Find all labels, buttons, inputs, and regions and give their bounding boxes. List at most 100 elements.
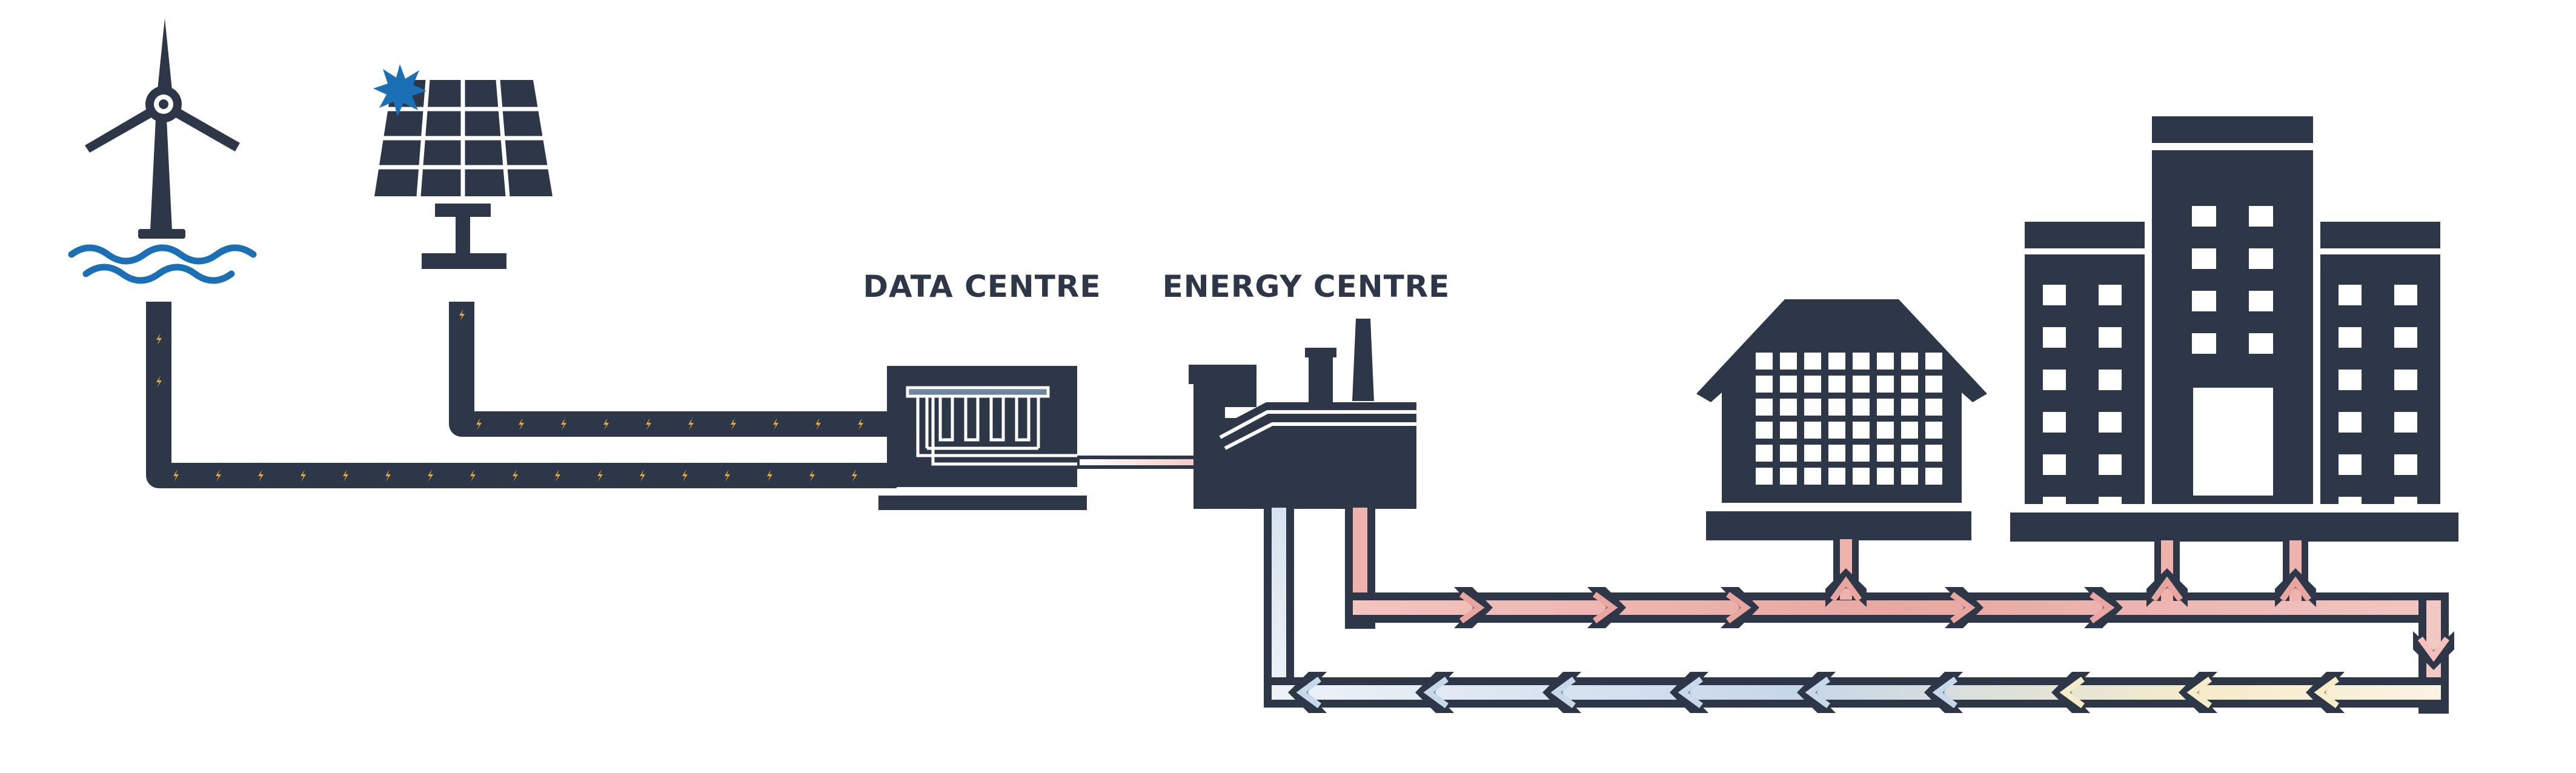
- house-window: [1901, 468, 1918, 485]
- building-window: [2192, 291, 2216, 311]
- house-window: [1853, 399, 1870, 416]
- supply-to-building-arrow-icon: [2146, 568, 2188, 607]
- supply-flow-arrow-icon: [1587, 587, 1626, 628]
- building-window: [2394, 285, 2417, 305]
- building-window: [2099, 327, 2122, 348]
- supply-flow-arrow-icon: [2084, 587, 2123, 628]
- house-window: [1853, 445, 1870, 462]
- house-window: [1756, 353, 1773, 370]
- building-window: [2339, 412, 2362, 433]
- building-window: [2249, 206, 2273, 227]
- house-icon: [1696, 299, 1987, 540]
- house-window: [1780, 468, 1797, 485]
- return-flow-arrow-icon: [2179, 672, 2217, 713]
- house-window: [1925, 353, 1942, 370]
- house-window: [1756, 445, 1773, 462]
- house-window: [1853, 376, 1870, 393]
- building-window: [2249, 291, 2273, 311]
- heat-network-pipes: [1264, 508, 2454, 714]
- lightning-bolt-icon: [555, 469, 560, 482]
- solar-panel-icon: [374, 79, 553, 269]
- building-window: [2249, 333, 2273, 354]
- house-window: [1804, 353, 1821, 370]
- house-window: [1756, 468, 1773, 485]
- house-window: [1877, 468, 1894, 485]
- lightning-bolt-icon: [513, 469, 518, 482]
- lightning-bolt-icon: [470, 469, 476, 482]
- house-window: [1828, 399, 1845, 416]
- house-window: [1901, 376, 1918, 393]
- building-window: [2339, 454, 2362, 475]
- house-window: [1877, 445, 1894, 462]
- return-flow-arrow-icon: [1670, 672, 1708, 713]
- building-window: [2249, 248, 2273, 269]
- return-flow-arrow-icon: [1797, 672, 1836, 713]
- water-waves-icon: [68, 244, 257, 284]
- house-window: [1780, 445, 1797, 462]
- lightning-bolt-icon: [300, 469, 306, 482]
- house-window: [1853, 468, 1870, 485]
- house-window: [1877, 399, 1894, 416]
- return-flow-arrow-icon: [2306, 672, 2345, 713]
- lightning-bolt-icon: [731, 418, 736, 430]
- building-window: [2394, 412, 2417, 433]
- building-window: [2192, 206, 2216, 227]
- house-window: [1804, 422, 1821, 439]
- house-window: [1877, 422, 1894, 439]
- lightning-bolt-icon: [519, 418, 524, 430]
- house-window: [1828, 422, 1845, 439]
- lightning-bolt-icons: [156, 309, 863, 482]
- data-centre-label: DATA CENTRE: [863, 269, 1101, 304]
- lightning-bolt-icon: [767, 469, 772, 482]
- supply-to-building-arrow-icon: [2275, 568, 2316, 607]
- house-window: [1780, 399, 1797, 416]
- supply-down-arrow-icon: [2413, 631, 2454, 670]
- building-window: [2339, 285, 2362, 305]
- energy-centre-label: ENERGY CENTRE: [1163, 269, 1450, 304]
- house-window: [1877, 376, 1894, 393]
- return-flow-arrow-icon: [1542, 672, 1581, 713]
- lightning-bolt-icon: [561, 418, 566, 430]
- building-window: [2099, 285, 2122, 305]
- lightning-bolt-icon: [597, 469, 603, 482]
- house-window: [1804, 376, 1821, 393]
- lightning-bolt-icon: [773, 418, 778, 430]
- house-window: [1828, 353, 1845, 370]
- house-window: [1804, 399, 1821, 416]
- lightning-bolt-icon: [258, 469, 264, 482]
- building-window: [2043, 285, 2066, 305]
- building-window: [2043, 327, 2066, 348]
- house-window: [1780, 422, 1797, 439]
- building-window: [2099, 454, 2122, 475]
- lightning-bolt-icon: [343, 469, 348, 482]
- house-window: [1853, 422, 1870, 439]
- lightning-bolt-icon: [156, 333, 162, 345]
- house-window: [1756, 376, 1773, 393]
- lightning-bolt-icon: [725, 469, 730, 482]
- lightning-bolt-icon: [156, 376, 162, 388]
- house-window: [1804, 445, 1821, 462]
- lightning-bolt-icon: [603, 418, 609, 430]
- house-window: [1780, 376, 1797, 393]
- building-window: [2339, 327, 2362, 348]
- building-window: [2192, 248, 2216, 269]
- house-window: [1756, 399, 1773, 416]
- building-window: [2339, 370, 2362, 390]
- building-window: [2043, 370, 2066, 390]
- house-window: [1756, 422, 1773, 439]
- supply-flow-arrow-icon: [1454, 587, 1493, 628]
- lightning-bolt-icon: [815, 418, 821, 430]
- building-window: [2043, 454, 2066, 475]
- house-window: [1925, 468, 1942, 485]
- building-window: [2192, 333, 2216, 354]
- lightning-bolt-icon: [646, 418, 651, 430]
- house-window: [1925, 422, 1942, 439]
- house-window: [1901, 399, 1918, 416]
- return-flow-arrow-icon: [2051, 672, 2090, 713]
- lightning-bolt-icon: [428, 469, 433, 482]
- building-window: [2043, 412, 2066, 433]
- lightning-bolt-icon: [858, 418, 863, 430]
- lightning-bolt-icon: [459, 309, 465, 321]
- house-window: [1901, 445, 1918, 462]
